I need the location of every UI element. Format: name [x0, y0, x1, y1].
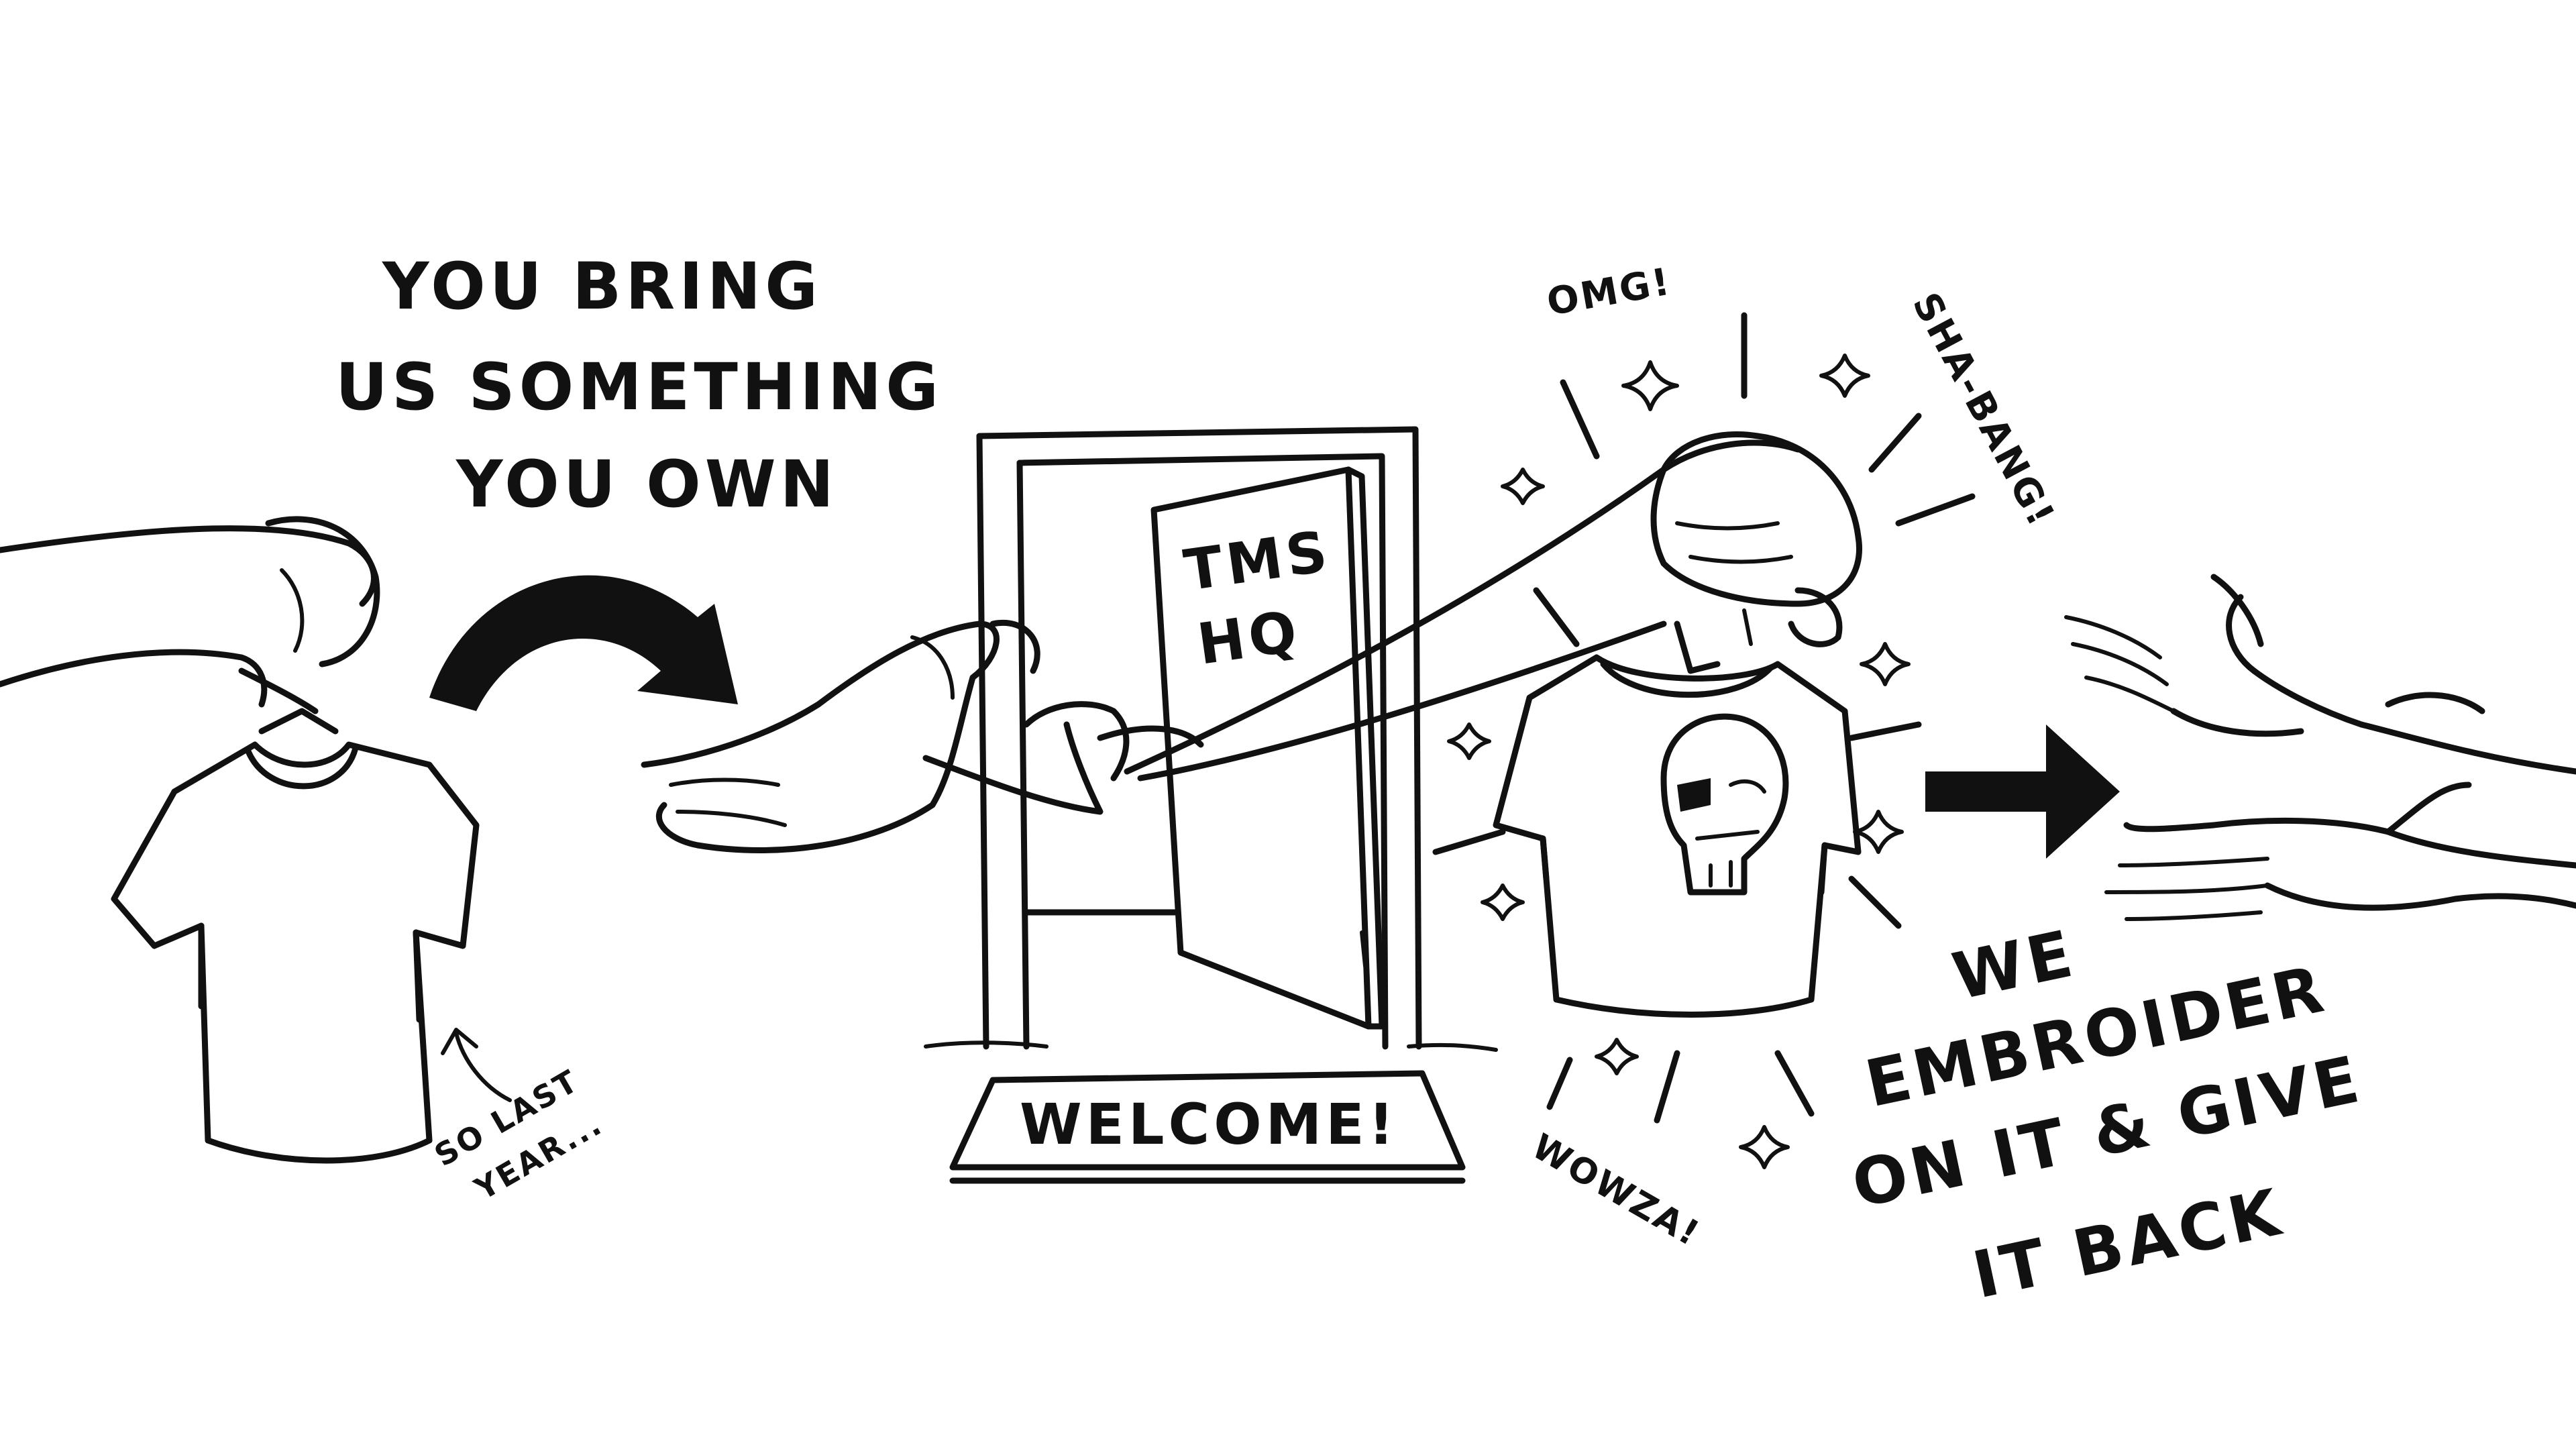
- sparkle-icon: [1739, 1125, 1790, 1169]
- sparkle-icon: [1447, 722, 1491, 760]
- caption-right: WE EMBROIDER ON IT & GIVE IT BACK: [1845, 916, 2369, 1313]
- caption-right-line-1: WE: [1946, 916, 2082, 1015]
- open-door: [1150, 466, 1385, 1030]
- doormat-text: WELCOME!: [1020, 1091, 1398, 1157]
- door-sign-line-2: HQ: [1193, 598, 1305, 677]
- embroidered-tshirt: [1493, 621, 1862, 1018]
- giving-hand: [2064, 574, 2576, 775]
- caption-left-line-1: YOU BRING: [382, 249, 822, 324]
- caption-right-line-4: IT BACK: [1966, 1174, 2290, 1313]
- sparkle-icon: [1501, 468, 1545, 505]
- sparkle-icon: [1819, 354, 1870, 398]
- sparkle-icon: [1621, 360, 1679, 411]
- doormat: WELCOME!: [949, 1070, 1466, 1184]
- sparkle-icon: [1481, 883, 1525, 921]
- receiving-hand-right: [2104, 782, 2576, 921]
- caption-left-line-2: US SOMETHING: [335, 350, 943, 425]
- exclamation-shabang: SHA-BANG!: [1904, 286, 2063, 535]
- annotation-old: SO LAST YEAR...: [429, 1028, 608, 1208]
- exclamation-omg: OMG!: [1544, 260, 1674, 324]
- sparkle-icon: [1860, 642, 1911, 686]
- sparkle-rays: [1432, 312, 1976, 1124]
- door-frame: [924, 426, 1498, 1052]
- curved-arrow-icon: [429, 575, 738, 711]
- old-tshirt: [111, 708, 480, 1164]
- exclamation-wowza: WOWZA!: [1525, 1126, 1707, 1254]
- sparkle-icon: [1595, 1038, 1639, 1075]
- caption-left: YOU BRING US SOMETHING YOU OWN: [335, 249, 943, 522]
- sparkle-icon: [1853, 810, 1904, 854]
- left-arm-holding-shirt: [0, 516, 380, 714]
- staff-arm: [1124, 431, 1862, 782]
- sparkle-icons: [1447, 354, 1911, 1169]
- straight-arrow-icon: [1925, 724, 2120, 859]
- receiving-hand: [641, 620, 1040, 853]
- skull-icon: [1660, 713, 1789, 896]
- caption-left-line-3: YOU OWN: [455, 447, 838, 522]
